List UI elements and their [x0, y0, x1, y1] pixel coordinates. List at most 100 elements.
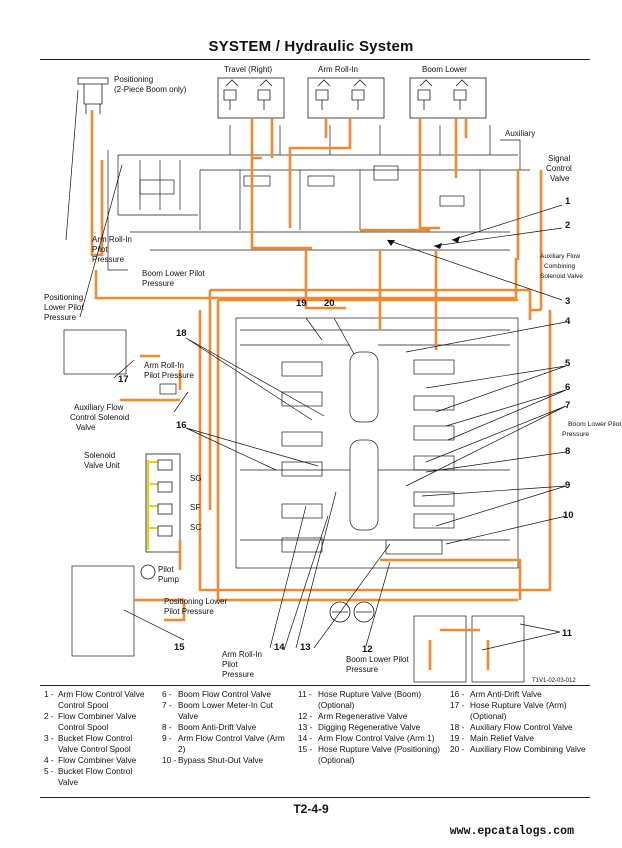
legend-text: Digging Regenerative Valve	[318, 722, 421, 732]
legend-number: 13 -	[298, 722, 313, 732]
label-valve: Valve	[550, 174, 570, 183]
legend-number: 8 -	[162, 722, 172, 732]
callout-13: 13	[300, 642, 311, 653]
solenoid-valve-unit	[140, 453, 181, 580]
legend-item: 20 - Auxiliary Flow Combining Valve	[450, 744, 590, 755]
callout-1: 1	[565, 196, 571, 207]
label-signal: Signal	[548, 154, 570, 163]
label-solenoid-unit-2: Valve Unit	[84, 461, 121, 470]
label-control: Control	[546, 164, 572, 173]
label-aux-combining-3: Solenoid Valve	[540, 273, 583, 280]
label-arm-rollin-ppb-2: Pilot	[222, 660, 238, 669]
callout-9: 9	[565, 480, 570, 491]
label-arm-rollin-pp2-1: Arm Roll-In	[144, 361, 184, 370]
label-boom-lower: Boom Lower	[422, 65, 467, 74]
label-pos-lower-pp2-1: Positioning Lower	[164, 597, 227, 606]
legend-item: 12 - Arm Regenerative Valve	[298, 711, 442, 722]
legend-text: Flow Combiner Valve	[58, 755, 137, 765]
legend-number: 10 -	[162, 755, 177, 765]
label-arm-rollin-ppb-3: Pressure	[222, 670, 255, 679]
callout-20: 20	[324, 298, 335, 309]
legend-number: 4 -	[44, 755, 54, 765]
legend-item: 2 - Flow Combiner Valve Control Spool	[44, 711, 150, 733]
legend-item: 17 -Hose Rupture Valve (Arm) (Optional)	[450, 700, 590, 722]
label-sf: SF	[190, 503, 200, 512]
label-pilot-pump-2: Pump	[158, 575, 179, 584]
legend-item: 15 -Hose Rupture Valve (Positioning) (Op…	[298, 744, 442, 766]
label-travel-right: Travel (Right)	[224, 65, 272, 74]
callout-8: 8	[565, 446, 570, 457]
label-boom-lower-pp-2: Pressure	[142, 279, 175, 288]
legend-top-rule	[40, 685, 590, 686]
callout-18: 18	[176, 328, 187, 339]
legend-item: 1 -Arm Flow Control Valve Control Spool	[44, 689, 150, 711]
footer-rule	[40, 797, 590, 798]
arrowheads	[387, 236, 460, 249]
schematic-labels: Travel (Right) Arm Roll-In Boom Lower Au…	[44, 65, 621, 684]
legend-item: 3 -Bucket Flow Control Valve Control Spo…	[44, 733, 150, 755]
pilot-valve-boom-lower	[409, 77, 487, 119]
legend-text: Bucket Flow Control Valve	[58, 766, 133, 787]
legend-number: 6 -	[162, 689, 172, 699]
legend-item: 11 -Hose Rupture Valve (Boom) (Optional)	[298, 689, 442, 711]
legend-text: Arm Flow Control Valve Control Spool	[58, 689, 145, 710]
label-pilot-pump-1: Pilot	[158, 565, 174, 574]
legend-number: 2 -	[44, 711, 54, 721]
callout-10: 10	[563, 510, 574, 521]
legend-item: 19 -Main Relief Valve	[450, 733, 590, 744]
legend-text: Arm Anti-Drift Valve	[470, 689, 542, 699]
label-sg: SG	[190, 474, 202, 483]
legend-item: 14 -Arm Flow Control Valve (Arm 1)	[298, 733, 442, 744]
page-number: T2-4-9	[293, 802, 329, 816]
callout-3: 3	[565, 296, 570, 307]
circuit-lines-upper	[107, 125, 530, 271]
legend-number: 18 -	[450, 722, 465, 732]
label-arm-rollin-pp-2: Pilot	[92, 245, 108, 254]
callout-numbers: 1 2 3 4 5 6 7 8 9 10 11 12 13 14 15 16 1…	[118, 196, 574, 655]
callout-12: 12	[362, 644, 373, 655]
legend-text: Bypass Shut-Out Valve	[178, 755, 264, 765]
label-pos-lower-pp2-2: Pilot Pressure	[164, 607, 214, 616]
label-aux-combining-2: Combining	[544, 263, 575, 270]
label-boom-lower-pp-1: Boom Lower Pilot	[142, 269, 205, 278]
legend-number: 5 -	[44, 766, 54, 776]
legend-number: 17 -	[450, 700, 465, 710]
label-boom-lower-ppr-1: Boom Lower Pilot	[568, 421, 621, 428]
legend-number: 9 -	[162, 733, 172, 743]
callout-7: 7	[565, 400, 570, 411]
legend-text: Auxiliary Flow Combining Valve	[470, 744, 586, 754]
callout-2: 2	[565, 220, 570, 231]
label-arm-rollin-pp2-2: Pilot Pressure	[144, 371, 194, 380]
pilot-valve-arm-roll-in	[307, 77, 385, 119]
label-pos-lower-pp-2: Lower Pilot	[44, 303, 84, 312]
legend-number: 14 -	[298, 733, 313, 743]
legend-text: Arm Flow Control Valve (Arm 2)	[178, 733, 285, 754]
legend-text: Boom Lower Meter-In Cut Valve	[178, 700, 273, 721]
legend-item: 6 -Boom Flow Control Valve	[162, 689, 286, 700]
legend-item: 8 -Boom Anti-Drift Valve	[162, 722, 286, 733]
label-aux-combining-1: Auxiliary Flow	[540, 253, 580, 260]
callout-16: 16	[176, 420, 187, 431]
main-pumps	[329, 601, 375, 623]
callout-4: 4	[565, 316, 571, 327]
label-aux-control-sol-3: Valve	[76, 423, 96, 432]
page-title: SYSTEM / Hydraulic System	[208, 38, 414, 55]
callout-11: 11	[562, 628, 573, 639]
figure-code: T1V1-02-03-012	[532, 678, 576, 684]
legend-number: 20 -	[450, 744, 465, 754]
pilot-pressure-lines	[90, 110, 552, 670]
legend-text: Arm Regenerative Valve	[318, 711, 408, 721]
legend-number: 12 -	[298, 711, 313, 721]
label-arm-rollin-ppb-1: Arm Roll-In	[222, 650, 262, 659]
legend-text: Flow Combiner Valve Control Spool	[58, 711, 137, 732]
label-arm-rollin-pp-1: Arm Roll-In	[92, 235, 132, 244]
legend-text: Auxiliary Flow Control Valve	[470, 722, 573, 732]
legend-text: Main Relief Valve	[470, 733, 534, 743]
callout-19: 19	[296, 298, 307, 309]
legend-number: 16 -	[450, 689, 465, 699]
legend-item: 7 -Boom Lower Meter-In Cut Valve	[162, 700, 286, 722]
title-rule	[40, 59, 590, 60]
legend-item: 16 - Arm Anti-Drift Valve	[450, 689, 590, 700]
label-solenoid-unit-1: Solenoid	[84, 451, 115, 460]
